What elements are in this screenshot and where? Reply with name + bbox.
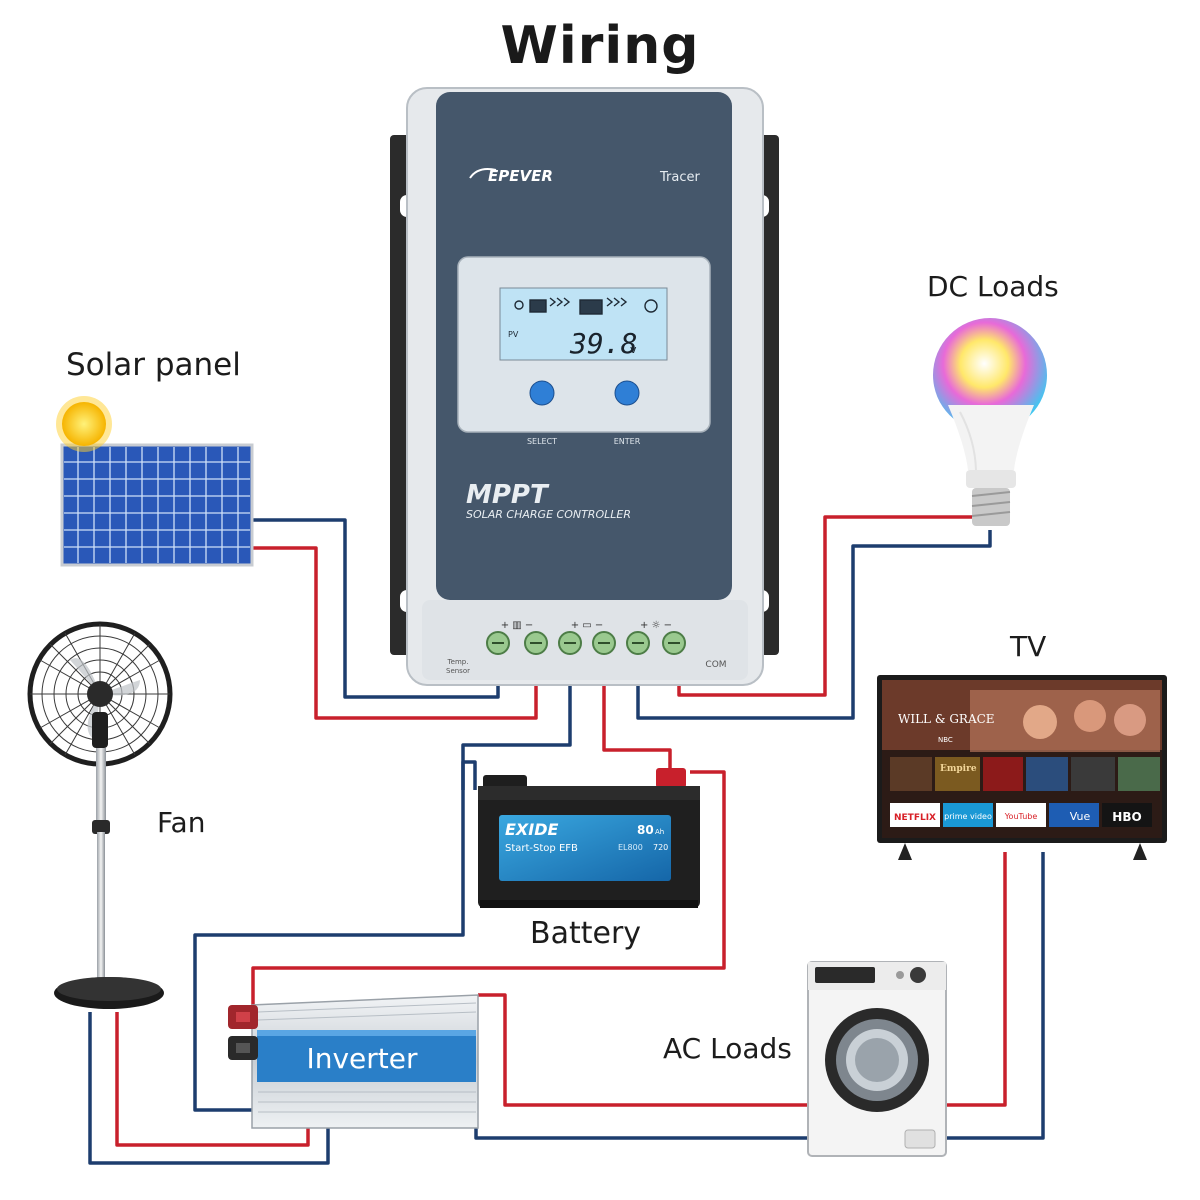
battery: EXIDE Start-Stop EFB 80 Ah EL800 720 bbox=[478, 768, 700, 908]
com-label: COM bbox=[705, 660, 726, 670]
tv-label: TV bbox=[1009, 630, 1046, 663]
controller-tech: MPPT bbox=[466, 480, 550, 510]
tv-tile-empire: Empire bbox=[940, 764, 977, 774]
tv-app-hbo: HBO bbox=[1112, 810, 1141, 824]
battery-capacity: 80 bbox=[637, 823, 654, 837]
battery-cap-unit: Ah bbox=[655, 828, 664, 836]
fan-label: Fan bbox=[157, 806, 205, 839]
wire-tv-blue bbox=[945, 852, 1045, 1140]
battery-code: EL800 bbox=[618, 843, 643, 852]
wire-inverter-dc-negative bbox=[193, 760, 477, 1112]
tv-app-vue: Vue bbox=[1070, 810, 1091, 823]
select-label: SELECT bbox=[527, 437, 557, 446]
tv-app-prime: prime video bbox=[944, 812, 992, 821]
lcd-unit: v bbox=[630, 343, 637, 356]
wire-tv-red bbox=[945, 852, 1007, 1107]
lcd-icons bbox=[514, 297, 658, 315]
washing-machine bbox=[807, 961, 947, 1157]
inverter bbox=[228, 994, 479, 1129]
controller-brand: EPEVER bbox=[488, 167, 553, 185]
wires bbox=[88, 515, 1045, 1165]
solar-panel-label: Solar panel bbox=[66, 347, 241, 383]
wire-solar-negative bbox=[252, 518, 500, 699]
enter-label: ENTER bbox=[614, 437, 641, 446]
sun-icon bbox=[56, 396, 112, 452]
wire-ac-red bbox=[478, 993, 808, 1107]
lcd-value: 39.8 bbox=[569, 327, 637, 360]
tv-app-youtube: YouTube bbox=[1004, 812, 1038, 821]
battery-label: Battery bbox=[530, 916, 641, 951]
svg-text:+ ▥ −: + ▥ − bbox=[501, 620, 534, 631]
temp-sensor-label-1: Temp. bbox=[447, 658, 469, 666]
inverter-label: Inverter bbox=[306, 1042, 418, 1075]
solar-panel bbox=[56, 396, 254, 567]
wire-battery-negative bbox=[461, 683, 572, 790]
svg-text:+ ☼ −: + ☼ − bbox=[640, 620, 672, 631]
tv: WILL & GRACE NBC Empire NETFLIX prime vi… bbox=[877, 675, 1167, 860]
brand-swoosh-icon bbox=[469, 168, 497, 179]
component-labels: Solar panel DC Loads TV Fan Battery AC L… bbox=[66, 270, 1059, 1075]
lcd-pv: PV bbox=[508, 330, 519, 339]
tv-network: NBC bbox=[938, 736, 953, 744]
enter-button[interactable] bbox=[614, 380, 640, 406]
select-button[interactable] bbox=[529, 380, 555, 406]
temp-sensor-label-2: Sensor bbox=[446, 667, 470, 675]
terminal-block: + ▥ − + ▭ − + ☼ − bbox=[486, 620, 686, 655]
wire-fan-blue bbox=[88, 1012, 330, 1165]
wire-ac-blue bbox=[474, 1112, 808, 1140]
tv-app-netflix: NETFLIX bbox=[894, 813, 936, 823]
fan bbox=[27, 621, 173, 1009]
wire-load-positive bbox=[677, 515, 975, 697]
battery-line: Start-Stop EFB bbox=[505, 843, 578, 854]
wire-solar-positive bbox=[252, 546, 538, 720]
dc-loads-label: DC Loads bbox=[927, 270, 1059, 303]
lcd-screen bbox=[499, 287, 668, 361]
svg-text:+ ▭ −: + ▭ − bbox=[571, 620, 604, 631]
wire-battery-positive bbox=[602, 683, 672, 772]
bulb-icon bbox=[933, 318, 1047, 526]
wire-load-negative bbox=[636, 530, 992, 720]
controller-model: Tracer bbox=[659, 170, 700, 185]
wire-fan-red bbox=[115, 1012, 310, 1147]
page-title: Wiring bbox=[500, 16, 700, 76]
wire-inverter-dc-positive bbox=[251, 770, 726, 1005]
battery-brand: EXIDE bbox=[505, 820, 559, 839]
battery-cca: 720 bbox=[653, 843, 668, 852]
controller-subtitle: SOLAR CHARGE CONTROLLER bbox=[466, 508, 631, 521]
tv-show-title: WILL & GRACE bbox=[898, 712, 995, 726]
charge-controller: PV 39.8 v SELECT ENTER EPEVER Tracer MPP… bbox=[390, 87, 779, 686]
ac-loads-label: AC Loads bbox=[663, 1032, 792, 1065]
